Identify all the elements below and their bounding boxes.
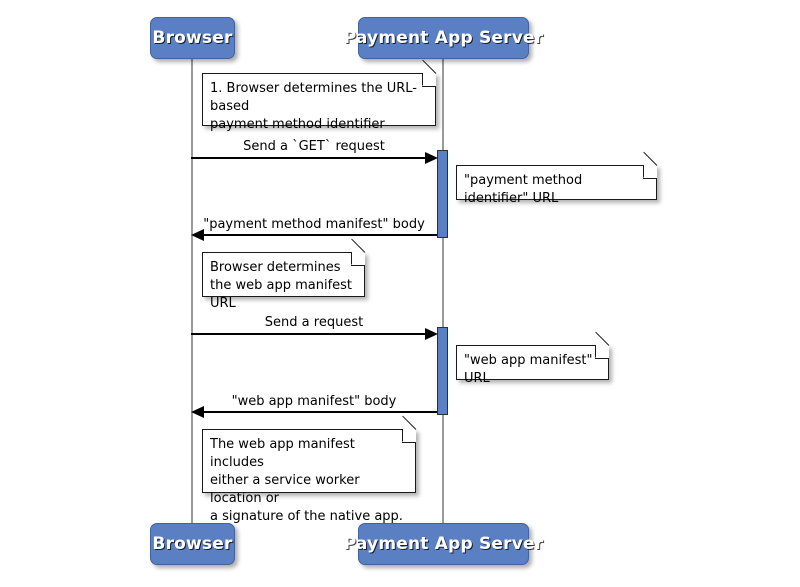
note-web-app-manifest-url: "web app manifest" URL: [456, 331, 610, 386]
participant-payment-app-server-bottom-label: Payment App Server: [343, 534, 544, 554]
message-label-payment-method-manifest-body: "payment method manifest" body: [203, 217, 425, 232]
note-fold-corner-icon: [643, 164, 657, 179]
lifeline-browser: [191, 58, 193, 524]
participant-payment-app-server-bottom[interactable]: Payment App Server: [344, 523, 543, 565]
message-line-send-get-request: [191, 157, 431, 159]
activation-bar-server-2: [437, 327, 448, 415]
message-arrowhead-send-a-request: [425, 328, 438, 340]
activation-bar-server-1: [437, 150, 448, 238]
message-line-send-a-request: [191, 333, 431, 335]
note-text: "payment method identifier" URL: [464, 173, 583, 206]
participant-browser-top[interactable]: Browser: [150, 17, 235, 59]
participant-browser-bottom[interactable]: Browser: [150, 523, 235, 565]
message-line-web-app-manifest-body: [196, 411, 437, 413]
note-web-app-manifest-includes: The web app manifest includes either a s…: [202, 415, 417, 524]
participant-payment-app-server-top-label: Payment App Server: [343, 28, 544, 48]
message-label-send-get-request: Send a `GET` request: [243, 139, 385, 154]
note-payment-method-identifier-url: "payment method identifier" URL: [456, 151, 658, 206]
note-text: "web app manifest" URL: [464, 353, 593, 386]
participant-browser-bottom-label: Browser: [152, 534, 233, 554]
note-text: Browser determines the web app manifest …: [210, 260, 353, 311]
note-browser-determines-identifier: 1. Browser determines the URL-based paym…: [202, 59, 437, 132]
participant-payment-app-server-top[interactable]: Payment App Server: [344, 17, 543, 59]
note-text: 1. Browser determines the URL-based paym…: [210, 81, 417, 132]
note-fold-corner-icon: [351, 251, 365, 266]
note-text: The web app manifest includes either a s…: [210, 437, 403, 524]
message-arrowhead-send-get-request: [425, 152, 438, 164]
participant-browser-top-label: Browser: [152, 28, 233, 48]
message-label-web-app-manifest-body: "web app manifest" body: [231, 394, 397, 409]
lifeline-payment-app-server: [442, 58, 444, 524]
message-label-send-a-request: Send a request: [264, 315, 364, 330]
note-fold-corner-icon: [595, 344, 609, 359]
message-arrowhead-web-app-manifest-body: [191, 406, 204, 418]
message-line-payment-method-manifest-body: [196, 234, 437, 236]
message-arrowhead-payment-method-manifest-body: [191, 229, 204, 241]
note-browser-determines-manifest-url: Browser determines the web app manifest …: [202, 238, 366, 311]
note-fold-corner-icon: [422, 72, 436, 87]
note-fold-corner-icon: [402, 428, 416, 443]
